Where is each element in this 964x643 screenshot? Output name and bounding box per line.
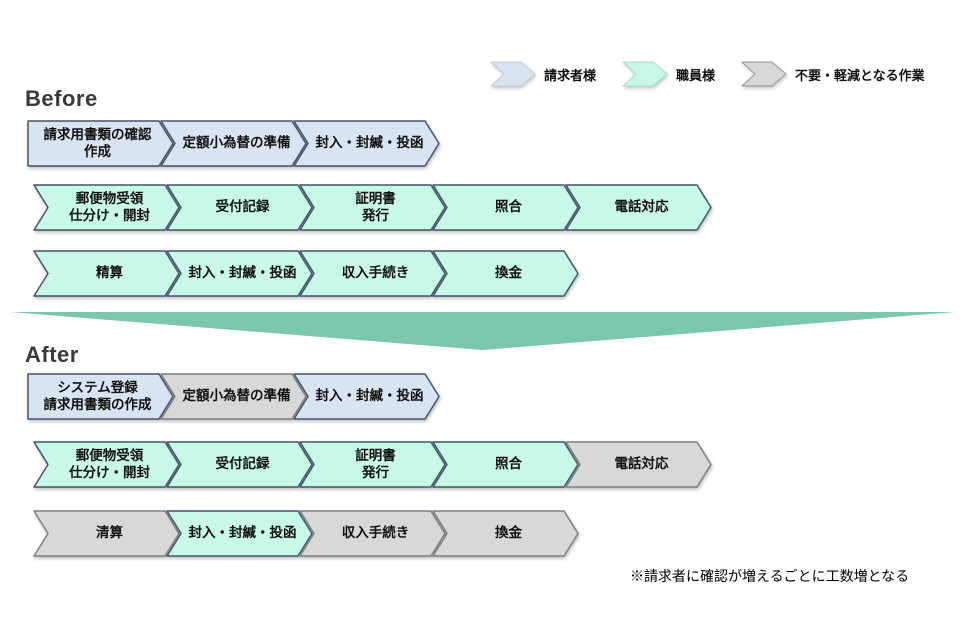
process-step: 電話対応 — [565, 441, 712, 488]
step-label: 証明書 発行 — [355, 190, 396, 223]
process-step: 郵便物受領 仕分け・開封 — [33, 184, 180, 231]
step-label: 照合 — [495, 456, 522, 472]
process-step: 請求用書類の確認 作成 — [27, 120, 174, 167]
legend-label-staff: 職員様 — [676, 67, 716, 83]
process-step: 清算 — [33, 510, 180, 557]
process-step: 換金 — [432, 250, 579, 297]
step-label: 証明書 発行 — [355, 447, 396, 480]
before-row-requester: 請求用書類の確認 作成 定額小為替の準備 封入・封緘・投函 — [27, 120, 426, 167]
step-label: 郵便物受領 仕分け・開封 — [69, 190, 150, 223]
step-label: 封入・封緘・投函 — [315, 388, 424, 404]
process-step: 精算 — [33, 250, 180, 297]
process-step: 証明書 発行 — [299, 441, 446, 488]
legend-item-staff: 職員様 — [622, 61, 715, 87]
before-row-staff-1: 郵便物受領 仕分け・開封 受付記録 証明書 発行 照合 電話対応 — [33, 184, 698, 231]
footnote: ※請求者に確認が増えるごとに工数増となる — [630, 568, 910, 584]
after-row-staff-2: 清算 封入・封緘・投函 収入手続き 換金 — [33, 510, 565, 557]
process-step: 定額小為替の準備 — [160, 120, 307, 167]
process-step: 受付記録 — [166, 441, 313, 488]
process-step: 封入・封緘・投函 — [166, 510, 313, 557]
requester-chevron-icon — [490, 61, 536, 87]
step-label: 換金 — [495, 525, 522, 541]
process-step: 収入手続き — [299, 510, 446, 557]
process-step: 照合 — [432, 184, 579, 231]
after-heading: After — [25, 342, 79, 367]
step-label: 封入・封緘・投函 — [315, 135, 424, 151]
step-label: 電話対応 — [614, 199, 669, 215]
process-step: 封入・封緘・投函 — [166, 250, 313, 297]
process-step: 収入手続き — [299, 250, 446, 297]
before-heading: Before — [25, 86, 98, 111]
process-step: システム登録 請求用書類の作成 — [27, 373, 174, 420]
step-label: 定額小為替の準備 — [182, 135, 291, 151]
process-step: 封入・封緘・投函 — [293, 120, 440, 167]
before-row-staff-2: 精算 封入・封緘・投函 収入手続き 換金 — [33, 250, 565, 297]
step-label: 換金 — [495, 265, 522, 281]
legend-label-requester: 請求者様 — [544, 67, 597, 83]
process-step: 換金 — [432, 510, 579, 557]
step-label: 照合 — [495, 199, 522, 215]
process-step: 証明書 発行 — [299, 184, 446, 231]
step-label: 精算 — [96, 265, 123, 281]
process-step: 郵便物受領 仕分け・開封 — [33, 441, 180, 488]
after-row-requester: システム登録 請求用書類の作成 定額小為替の準備 封入・封緘・投函 — [27, 373, 426, 420]
process-step: 照合 — [432, 441, 579, 488]
step-label: 収入手続き — [341, 525, 410, 541]
process-step: 封入・封緘・投函 — [293, 373, 440, 420]
process-step: 電話対応 — [565, 184, 712, 231]
step-label: 収入手続き — [341, 265, 410, 281]
legend-item-reduced: 不要・軽減となる作業 — [741, 61, 925, 87]
step-label: 請求用書類の確認 作成 — [43, 126, 152, 159]
step-label: 封入・封緘・投函 — [188, 525, 297, 541]
staff-chevron-icon — [622, 61, 668, 87]
legend-label-reduced: 不要・軽減となる作業 — [795, 67, 925, 83]
after-row-staff-1: 郵便物受領 仕分け・開封 受付記録 証明書 発行 照合 電話対応 — [33, 441, 698, 488]
step-label: 清算 — [96, 525, 123, 541]
process-step: 定額小為替の準備 — [160, 373, 307, 420]
before-after-transition-arrow — [10, 312, 955, 350]
reduced-work-chevron-icon — [741, 61, 787, 87]
step-label: 受付記録 — [215, 456, 270, 472]
legend-item-requester: 請求者様 — [490, 61, 596, 87]
step-label: 封入・封緘・投函 — [188, 265, 297, 281]
legend: 請求者様 職員様 不要・軽減となる作業 — [490, 61, 951, 87]
step-label: 電話対応 — [614, 456, 669, 472]
step-label: 郵便物受領 仕分け・開封 — [69, 447, 150, 480]
step-label: 定額小為替の準備 — [182, 388, 291, 404]
process-step: 受付記録 — [166, 184, 313, 231]
step-label: システム登録 請求用書類の作成 — [43, 379, 152, 412]
step-label: 受付記録 — [215, 199, 270, 215]
